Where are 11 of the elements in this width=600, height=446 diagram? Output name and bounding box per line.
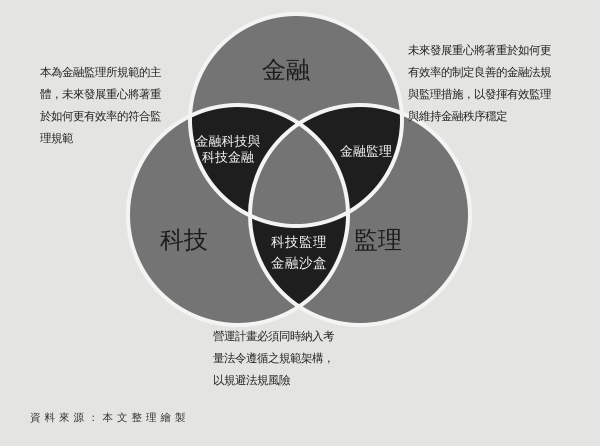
overlap-label: 金融監理	[340, 146, 392, 158]
note-text: 營運計畫必須同時納入考量法令遵循之規範架構，以規避法規風險	[213, 329, 335, 389]
overlap-label: 金融沙盒	[271, 257, 327, 271]
overlap-label: 金融科技與科技金融	[194, 134, 262, 166]
circle-label: 金融	[262, 58, 310, 82]
note-text: 未來發展重心將著重於如何更有效率的制定良善的金融法規與監理措施，以發揮有效監理與維持金融秩序穩定	[408, 43, 552, 125]
source-caption: 資料來源：本文整理繪製	[30, 411, 190, 425]
circle-label: 科技	[160, 228, 208, 252]
note-text: 本為金融監理所規範的主體，未來發展重心將著重於如何更有效率的符合監理規範	[40, 65, 162, 147]
overlap-label: 科技監理	[271, 236, 327, 250]
circle-label: 監理	[354, 228, 402, 252]
